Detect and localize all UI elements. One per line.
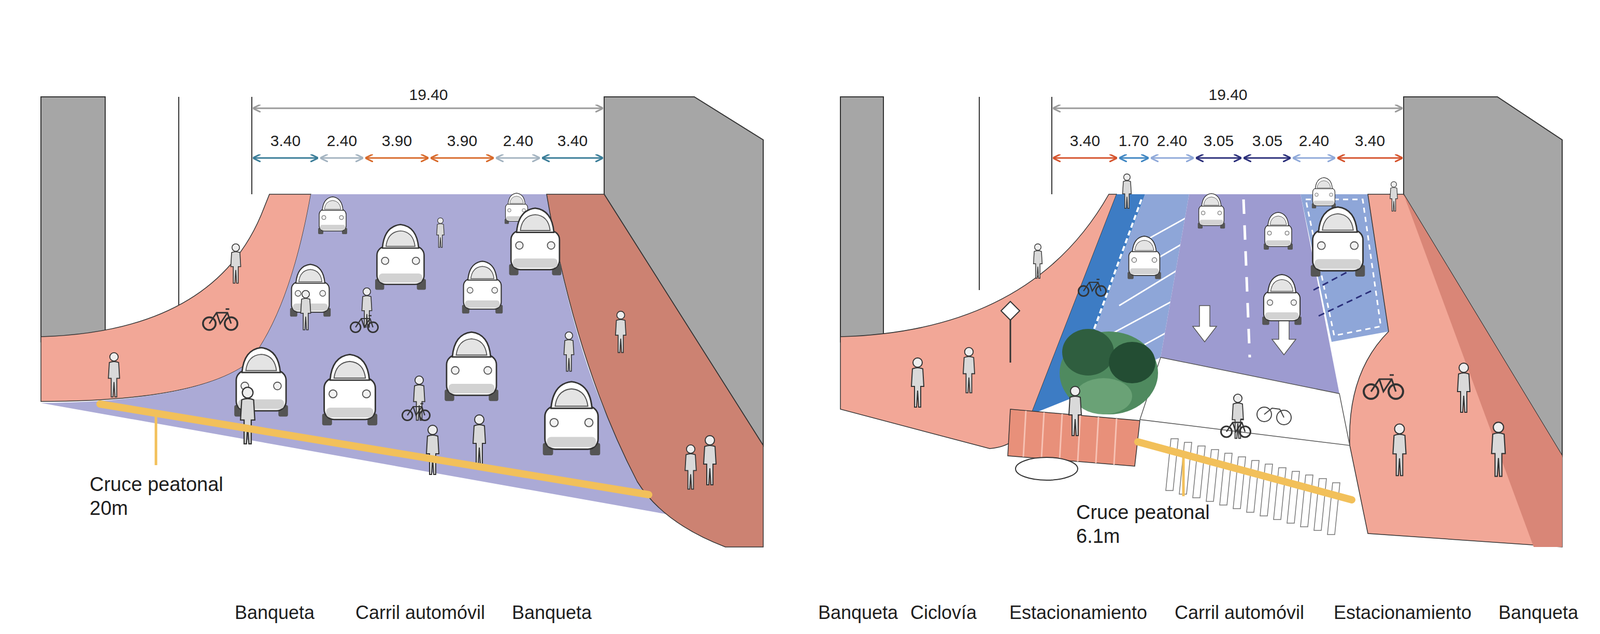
section-label: Ciclovía [910,603,977,623]
section-label: Estacionamiento [1333,603,1472,623]
dimension-value: 2.40 [326,133,357,149]
section-label: Carril automóvil [1174,603,1305,623]
dimension-value: 3.90 [447,133,478,149]
dimension-value: 2.40 [1298,133,1330,149]
section-label: Banqueta [511,603,592,623]
dimension-value: 2.40 [1156,133,1188,149]
left-street-scene [40,96,764,548]
right-street-scene [840,96,1563,548]
dimension-value: 3.40 [1354,133,1385,149]
dimension-value: 1.70 [1118,133,1149,149]
dimension-value: 19.40 [1208,87,1248,103]
crossing-callout: Cruce peatonal 20m [89,472,240,521]
section-label: Banqueta [1498,603,1579,623]
dimension-value: 19.40 [408,87,448,103]
crossing-callout: Cruce peatonal 6.1m [1076,500,1227,549]
dimension-value: 3.05 [1252,133,1283,149]
section-label: Estacionamiento [1009,603,1148,623]
left-dimension-lines [252,108,604,159]
dimension-value: 3.40 [270,133,301,149]
dimension-value: 3.90 [381,133,412,149]
dimension-value: 3.40 [1069,133,1100,149]
dimension-value: 3.05 [1203,133,1234,149]
section-label: Banqueta [818,603,898,623]
section-label: Carril automóvil [355,603,485,623]
right-dimension-lines [1052,108,1403,159]
section-label: Banqueta [234,603,315,623]
dimension-value: 2.40 [503,133,534,149]
dimension-value: 3.40 [557,133,588,149]
